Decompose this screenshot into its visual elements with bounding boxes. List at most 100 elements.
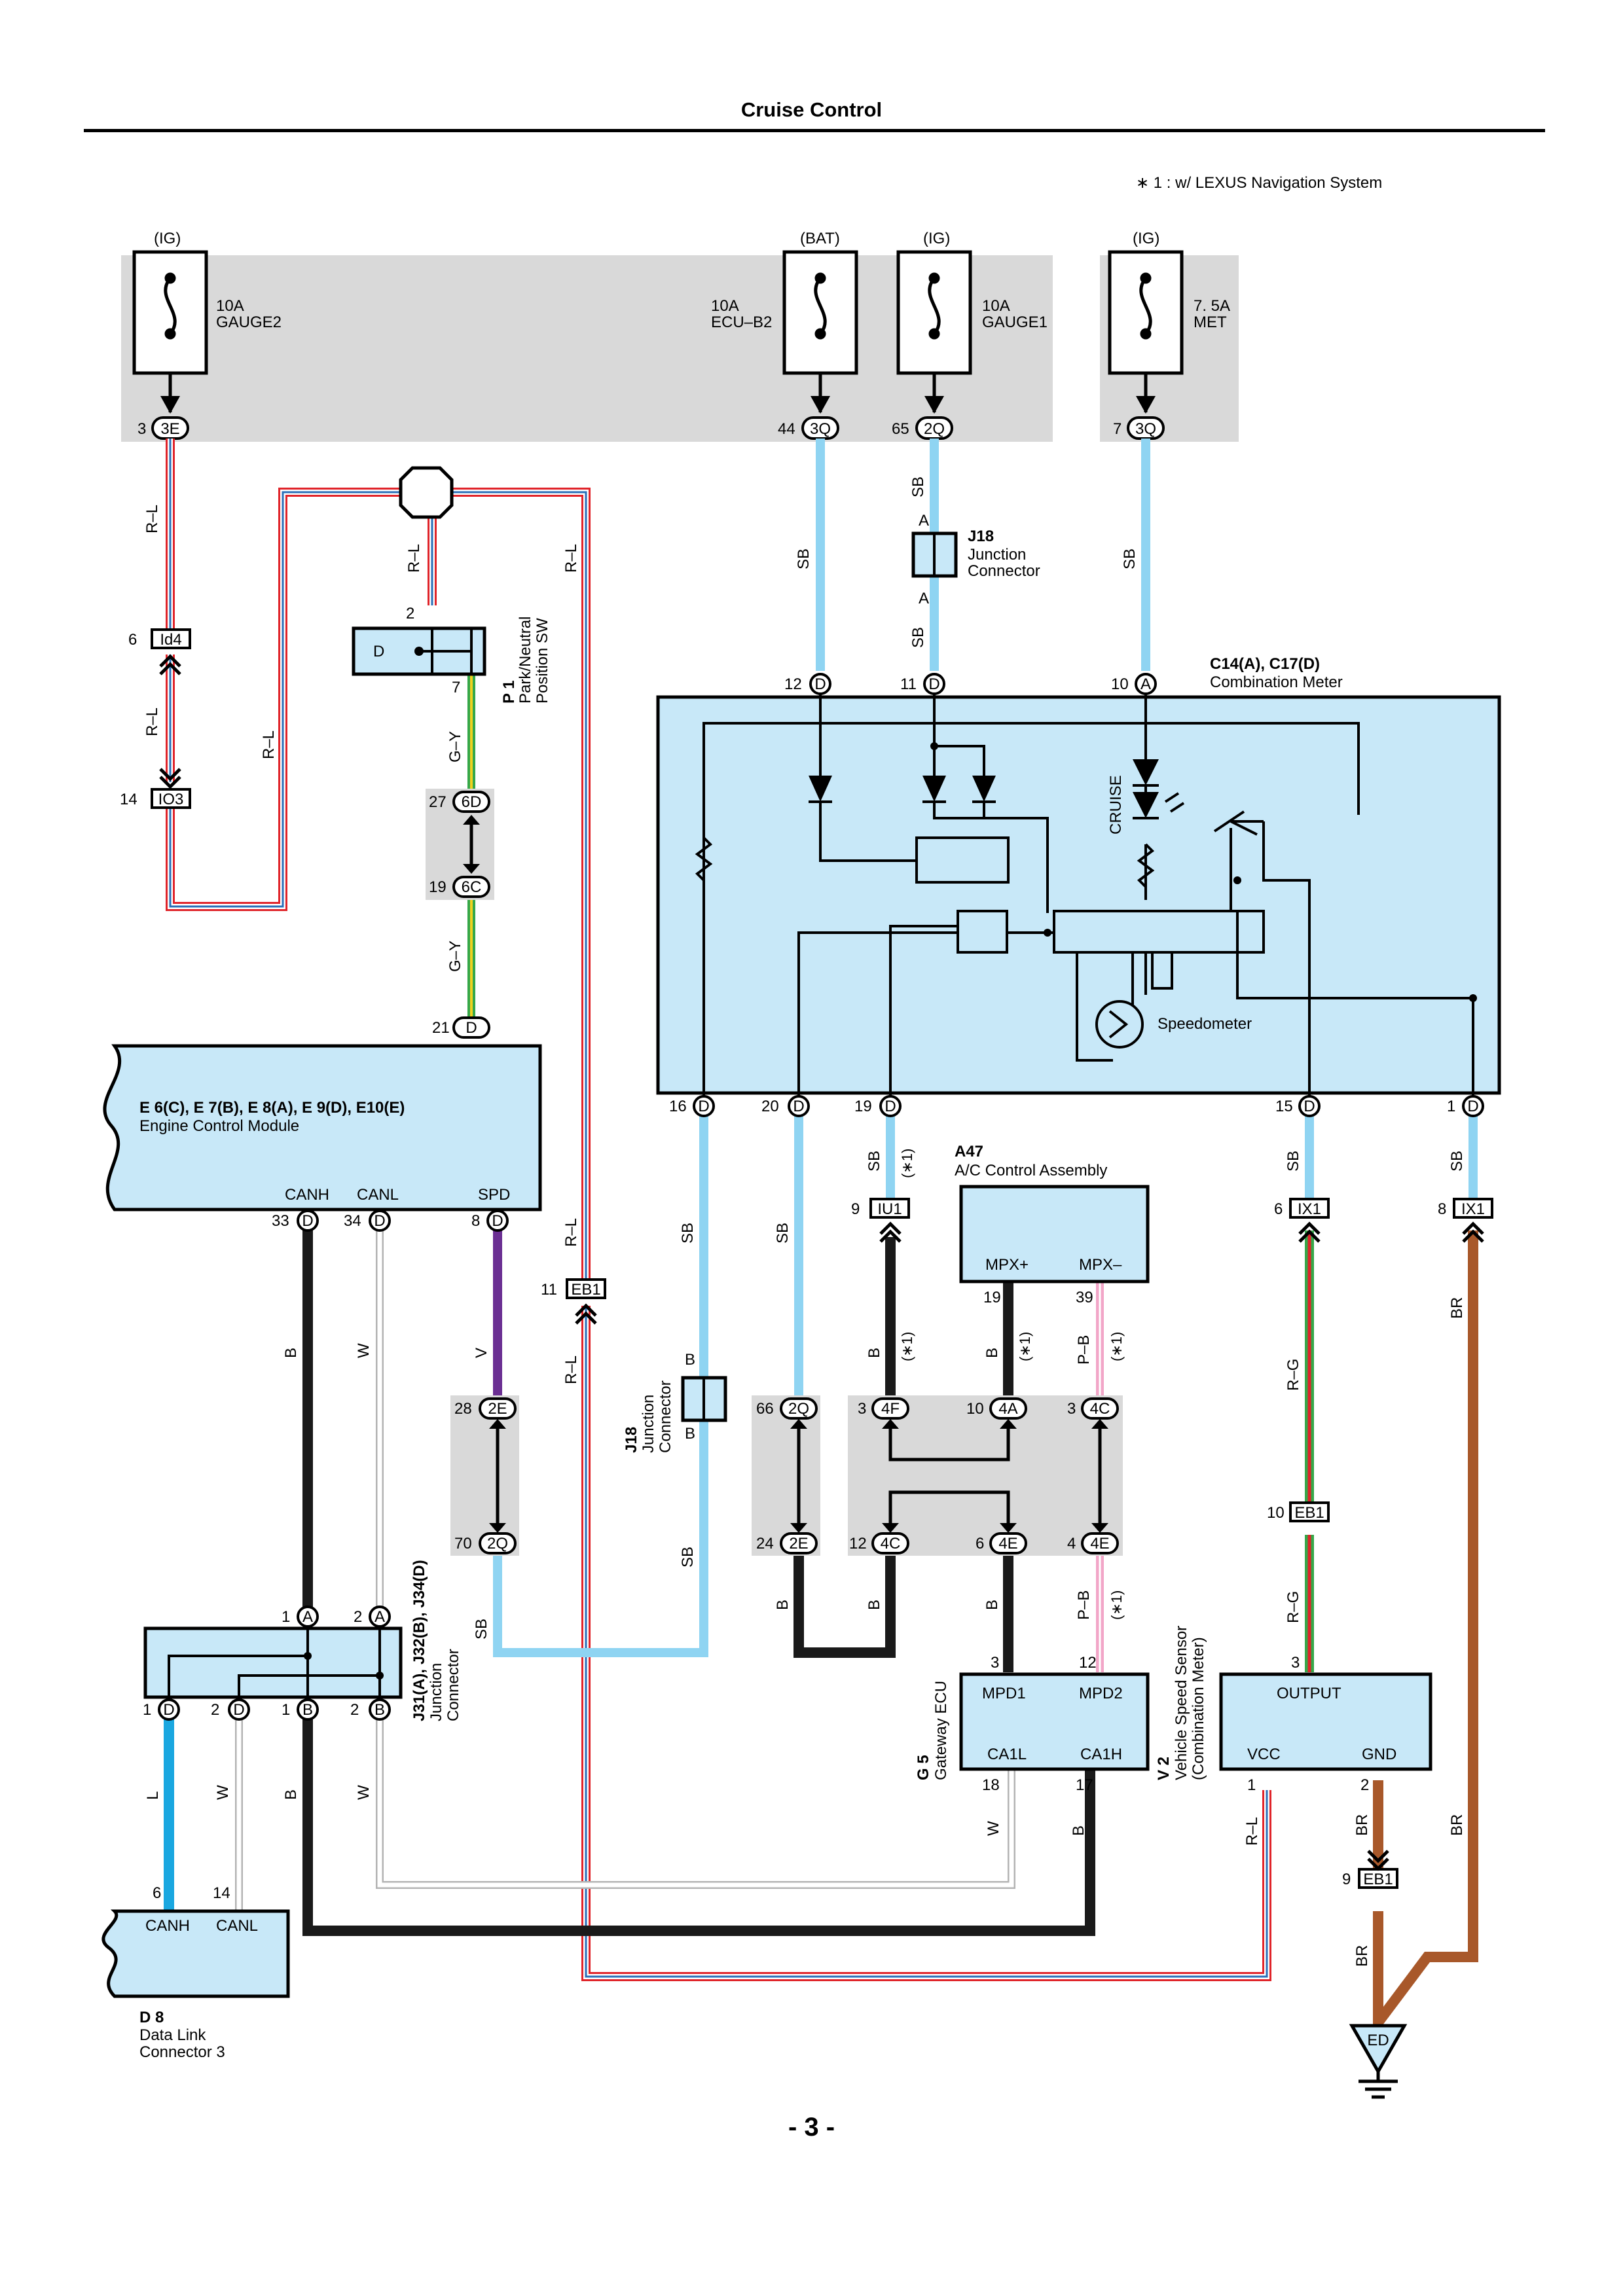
gw-name: Gateway ECU [932,1681,950,1780]
label-sb-1: SB [795,548,812,569]
junction-name-1: Junction [428,1663,445,1721]
pin-meter-11: 11 [900,675,917,693]
label-star-2: (∗1) [899,1332,915,1361]
meter-speedometer-label: Speedometer [1158,1015,1252,1033]
conn-2e-d: 2E [789,1535,808,1552]
pin-meter-1: 1 [1447,1098,1455,1115]
label-p-b-2: P–B [1075,1590,1093,1620]
gw-pin-mpd2: MPD2 [1079,1685,1123,1702]
label-r-l-3: R–L [260,730,278,759]
pn-name-1: Park/Neutral [517,617,534,704]
fuse-ecu-b2-source: (BAT) [800,230,840,247]
conn-j31-a1: A [302,1608,313,1626]
pin-j34-d1: 1 [143,1701,151,1719]
j18-mid-pin-b2: B [685,1425,695,1443]
junction-name-2: Connector [445,1649,462,1721]
vs-pin-vcc: VCC [1247,1746,1281,1763]
pin-ecm-21: 21 [432,1019,450,1037]
gateway-ecu [959,1672,1150,1771]
pin-2e-d: 24 [756,1535,774,1552]
pin-3e: 3 [137,420,146,438]
conn-ecm-33: D [302,1212,313,1230]
ecm-name: Engine Control Module [139,1117,299,1135]
j18-mid-pin-b: B [685,1351,695,1369]
label-sb-11: SB [473,1619,490,1640]
label-sb-7: SB [774,1223,792,1244]
vs-name-1: Vehicle Speed Sensor [1173,1626,1190,1780]
pn-terminal: D [373,643,384,660]
label-b-3: B [774,1600,792,1610]
conn-ecm-8: D [492,1212,503,1230]
label-br-2: BR [1448,1814,1466,1836]
dlc-name-1: Data Link [139,2026,206,2044]
fuse-ecu-b2 [782,250,858,375]
ground-ed [1349,2024,1408,2099]
ac-pin-mpx-plus: MPX+ [985,1256,1029,1274]
pin-ix1-a: 6 [1274,1200,1283,1218]
label-sb-6: SB [679,1547,697,1568]
label-g-y-1: G–Y [447,731,464,762]
conn-meter-16: D [698,1098,709,1115]
inline-block-2e-2q [450,1395,519,1556]
dlc-pin-canl: CANL [216,1917,258,1935]
pin-j34-d2: 2 [211,1701,219,1719]
ac-pin-mpx-minus: MPX– [1079,1256,1122,1274]
fuse-gauge2-source: (IG) [154,230,181,247]
conn-meter-12: D [814,675,826,693]
pin-j31-a1: 1 [282,1608,290,1626]
label-r-l-5: R–L [562,544,580,573]
conn-meter-11: D [928,675,939,693]
pin-eb1-a: 11 [541,1281,557,1299]
fuse-met-source: (IG) [1133,230,1159,247]
pin-eb1-c: 9 [1342,1871,1351,1888]
wire-w [235,1227,1015,1911]
pin-ix1-b: 8 [1438,1200,1446,1218]
label-b-5: B [866,1600,883,1610]
conn-4a: 4A [998,1400,1017,1418]
pin-3q-met: 7 [1113,420,1122,438]
label-br-4: BR [1353,1945,1371,1967]
inline-block-2q-2e [752,1395,820,1556]
pin-ecm-34: 34 [344,1212,361,1230]
pin-id4: 6 [128,631,137,649]
conn-meter-1: D [1467,1098,1478,1115]
ac-pin-39: 39 [1076,1289,1093,1306]
label-sb-9: SB [1285,1151,1302,1172]
pin-6d: 27 [429,793,447,811]
gw-pin-3: 3 [991,1654,999,1672]
label-sb-10: SB [1448,1151,1466,1172]
meter-cruise-label: CRUISE [1107,775,1125,834]
data-link-connector [101,1909,290,1998]
label-w-4: W [985,1821,1002,1836]
vs-id: V 2 [1155,1757,1173,1780]
meter-name: Combination Meter [1210,673,1343,691]
label-b-6: B [983,1348,1001,1358]
label-v: V [473,1348,490,1358]
pin-3q-bat: 44 [778,420,795,438]
pin-j32-b2: 2 [350,1701,359,1719]
conn-eb1-c: EB1 [1363,1871,1393,1888]
pn-name-2: Position SW [534,618,551,704]
pin-2q-gauge1: 65 [892,420,909,438]
label-star-1: (∗1) [899,1149,915,1178]
conn-j32-b2: B [374,1701,385,1719]
j18-top-id: J18 [968,528,994,545]
pin-iu1: 9 [851,1200,860,1218]
j18-mid-name-1: Junction [640,1395,657,1453]
conn-2q-b: 2Q [487,1535,508,1552]
j18-mid-name-2: Connector [657,1380,674,1453]
pin-j31-a2: 2 [354,1608,362,1626]
gw-pin-mpd1: MPD1 [982,1685,1026,1702]
label-r-l-2: R–L [143,708,161,736]
fuse-gauge1-rating: 10A [982,297,1010,315]
fuse-gauge2-rating: 10A [216,297,244,315]
conn-ecm-21: D [465,1019,477,1037]
vs-name-2: (Combination Meter) [1190,1637,1207,1780]
dlc-name-2: Connector 3 [139,2043,225,2061]
vehicle-speed-sensor [1219,1672,1432,1771]
vs-pin-1: 1 [1247,1776,1256,1794]
fuse-ecu-b2-name: ECU–B2 [711,314,772,331]
gw-pin-ca1h: CA1H [1080,1746,1122,1763]
fuse-met-name: MET [1194,314,1227,331]
